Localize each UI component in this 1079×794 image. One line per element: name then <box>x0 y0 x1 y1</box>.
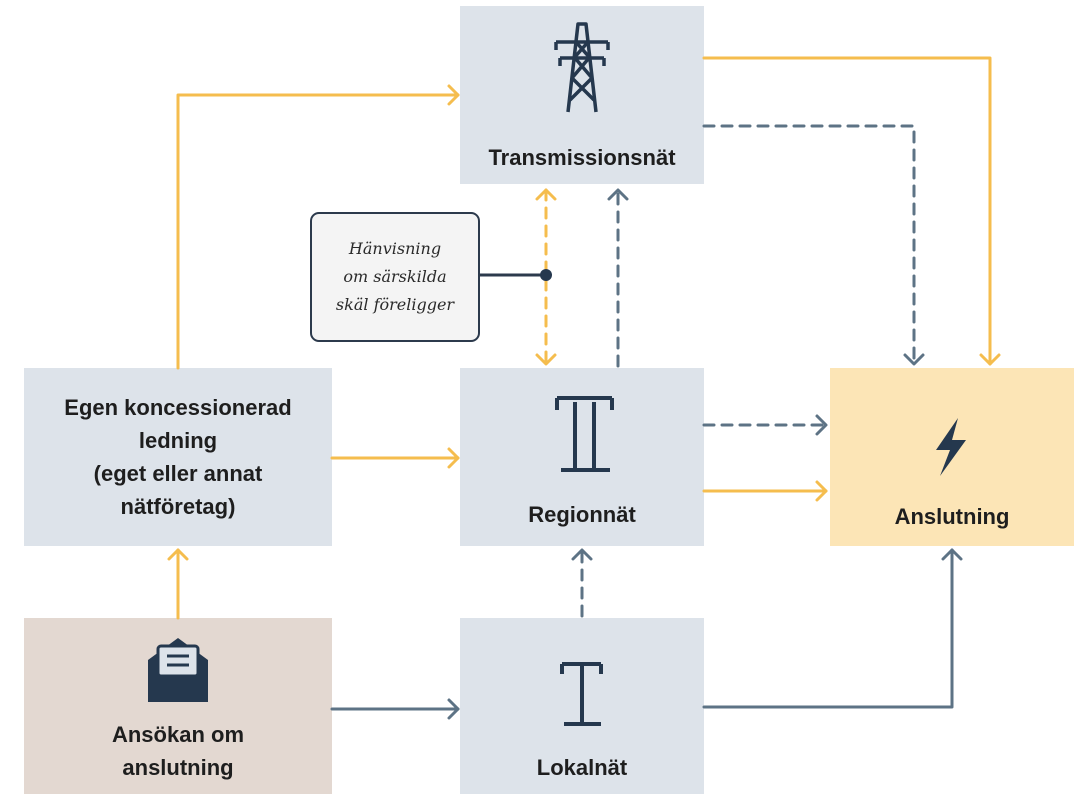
slate-arrows <box>330 124 963 720</box>
note-line-1: Hänvisning <box>348 239 442 258</box>
power-tower-icon <box>554 22 610 113</box>
application-label-2: anslutning <box>122 755 234 780</box>
arrow-ownline-to-transmission <box>176 93 460 370</box>
note-connector-dot <box>540 269 552 281</box>
arrow-local-to-connection <box>702 548 954 709</box>
yellow-arrows <box>167 56 1001 620</box>
utility-pole-double-icon <box>555 396 614 472</box>
own-line-label-2: ledning <box>138 428 218 453</box>
utility-pole-single-icon <box>560 662 603 726</box>
own-line-label-1: Egen koncessionerad <box>64 395 292 420</box>
transmission-node <box>460 6 704 184</box>
own-line-node: Egen koncessionerad ledning (eget eller … <box>24 368 332 546</box>
arrow-transmission-to-connection <box>702 56 992 366</box>
lightning-bolt-icon <box>936 418 966 476</box>
envelope-document-icon <box>148 638 208 702</box>
referral-note: Hänvisning om särskilda skäl föreligger <box>310 212 480 342</box>
connection-label: Anslutning <box>894 503 1010 529</box>
own-line-label-3: (eget eller annat <box>93 461 263 486</box>
own-line-label-4: nätföretag) <box>120 494 236 519</box>
arrow-transmission-to-connection-dashed <box>702 124 916 366</box>
note-line-3: skäl föreligger <box>335 295 455 314</box>
application-label-1: Ansökan om <box>111 722 245 747</box>
note-line-2: om särskilda <box>343 267 447 286</box>
application-label: Ansökan om anslutning <box>24 716 332 786</box>
regional-label: Regionnät <box>528 501 636 527</box>
local-label: Lokalnät <box>536 754 628 780</box>
transmission-label: Transmissionsnät <box>488 144 676 170</box>
